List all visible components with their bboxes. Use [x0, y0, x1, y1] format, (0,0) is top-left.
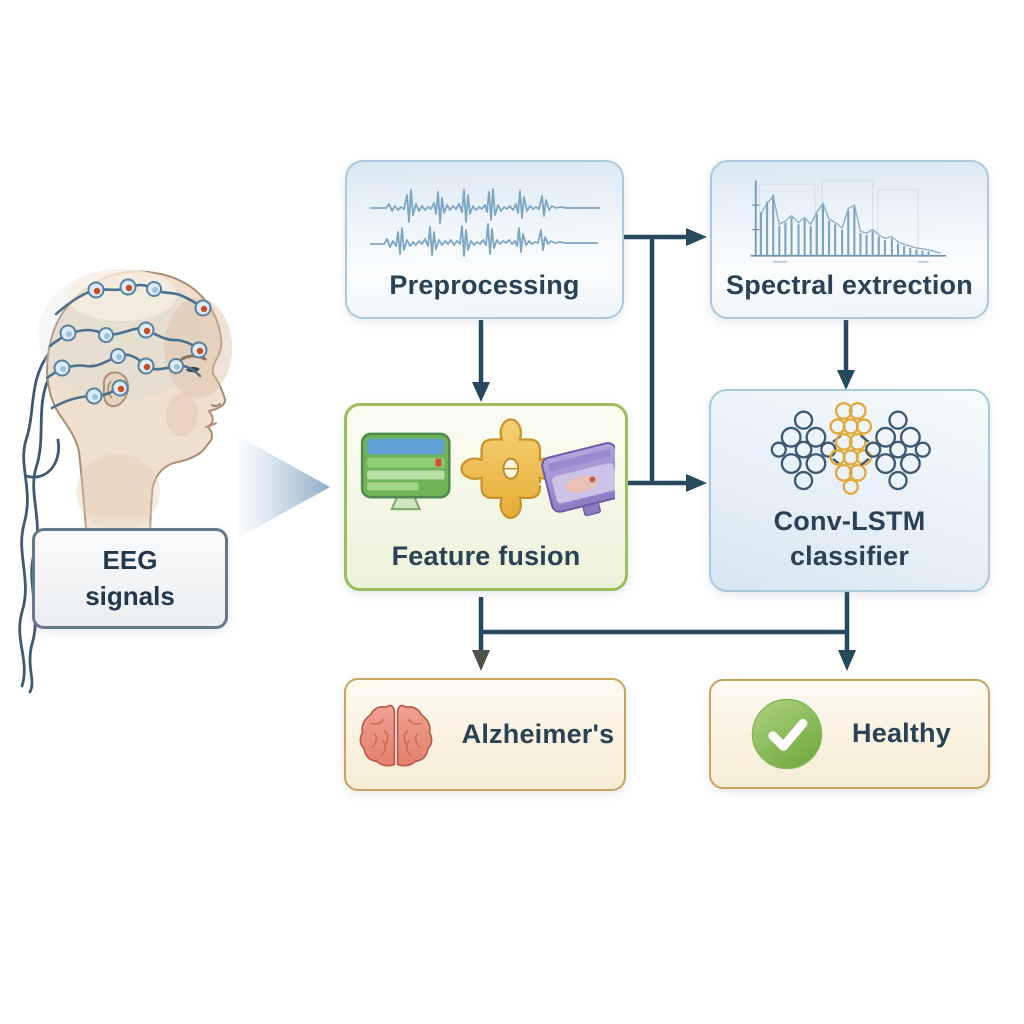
arrowhead	[686, 474, 707, 492]
arrowhead	[838, 650, 856, 671]
purple-card-icon	[538, 442, 615, 517]
photo-monitor-icon	[360, 432, 451, 511]
node-alzheimers: Alzheimer's	[344, 678, 626, 791]
arrowhead	[472, 650, 490, 671]
spectrum-chart-icon	[750, 180, 946, 263]
neural-network-icon	[770, 402, 931, 495]
brain-icon	[359, 704, 433, 766]
dangling-wires-icon	[18, 350, 61, 694]
classifier-label-line2: classifier	[789, 540, 910, 571]
node-label-healthy: Healthy	[852, 718, 951, 749]
head-outline	[46, 270, 227, 557]
eeg-waveform-icon	[369, 188, 600, 257]
node-feature-fusion: Feature fusion	[344, 403, 628, 591]
head-illustration	[18, 269, 232, 694]
arrowhead	[837, 370, 855, 390]
eeg-label-line2: signals	[85, 580, 175, 611]
classifier-label-line1: Conv-LSTM	[773, 505, 926, 536]
node-healthy: Healthy	[709, 679, 990, 789]
puzzle-piece-icon	[460, 418, 562, 520]
node-preprocessing: Preprocessing	[345, 160, 624, 319]
network-left-cluster	[770, 410, 841, 491]
network-right-cluster	[859, 410, 931, 491]
check-circle-icon	[751, 698, 823, 770]
fusion-icons	[360, 418, 615, 520]
ear-icon	[102, 371, 129, 408]
node-conv-lstm-classifier: Conv-LSTM classifier	[709, 389, 990, 592]
node-label-spectral: Spectral extrection	[726, 269, 973, 300]
scalp-wires-icon	[45, 283, 207, 410]
arrowhead	[686, 228, 707, 246]
node-label-fusion: Feature fusion	[391, 540, 581, 571]
node-spectral-extraction: Spectral extrection	[710, 160, 989, 319]
node-label-preprocessing: Preprocessing	[389, 269, 580, 300]
arrowhead	[472, 382, 490, 402]
network-center-cluster	[828, 402, 872, 495]
input-eeg-signals: EEG signals	[32, 528, 228, 629]
node-label-classifier: Conv-LSTM classifier	[774, 504, 926, 574]
head-shading	[38, 269, 232, 530]
node-label-alzheimers: Alzheimer's	[461, 718, 615, 749]
eeg-label-line1: EEG	[102, 545, 158, 576]
face-features	[180, 354, 221, 428]
eeg-signals-label: EEG signals	[85, 543, 175, 613]
electrodes-icon	[53, 278, 212, 405]
